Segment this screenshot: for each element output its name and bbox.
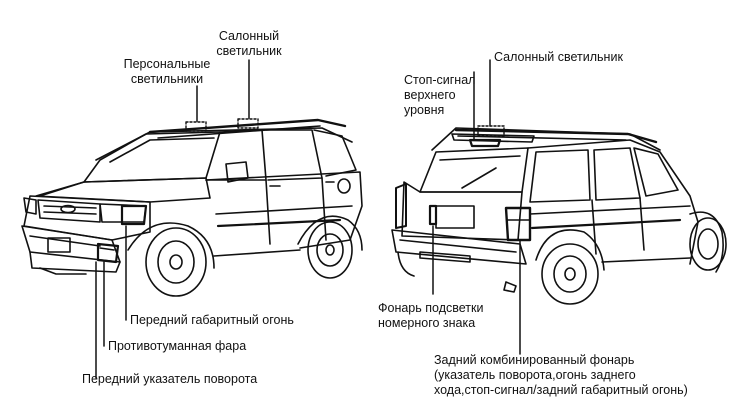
label-front-interior-light-line-2: светильник	[216, 44, 282, 58]
label-license-plate-light-line-2: номерного знака	[378, 316, 476, 330]
label-high-stop-lamp: Стоп-сигнал верхнего уровня	[404, 73, 475, 118]
label-front-interior-light: Салонный светильник	[208, 29, 290, 59]
label-personal-lights-line-2: светильники	[130, 72, 204, 86]
label-rear-combination-lamp-line-1: Задний комбинированный фонарь	[434, 353, 635, 367]
label-personal-lights: Персональные светильники	[112, 57, 222, 87]
label-rear-combination-lamp: Задний комбинированный фонарь (указатель…	[434, 353, 688, 398]
label-front-side-marker: Передний габаритный огонь	[130, 313, 294, 327]
label-rear-combination-lamp-line-3: хода,стоп-сигнал/задний габаритный огонь…	[434, 383, 688, 397]
label-high-stop-lamp-line-3: уровня	[404, 103, 445, 117]
rear-vehicle-illustration	[391, 125, 727, 305]
label-front-turn-signal: Передний указатель поворота	[82, 372, 258, 386]
label-front-interior-light-line-1: Салонный	[218, 29, 280, 43]
label-high-stop-lamp-line-2: верхнего	[404, 88, 456, 102]
leader-lines	[95, 59, 521, 379]
label-license-plate-light: Фонарь подсветки номерного знака	[378, 301, 483, 331]
label-high-stop-lamp-line-1: Стоп-сигнал	[404, 73, 476, 87]
label-fog-light: Противотуманная фара	[108, 339, 247, 353]
label-license-plate-light-line-1: Фонарь подсветки	[378, 301, 484, 315]
label-personal-lights-line-1: Персональные	[123, 57, 211, 71]
label-rear-interior-light: Салонный светильник	[494, 50, 623, 64]
front-vehicle-illustration	[21, 118, 363, 297]
label-rear-combination-lamp-line-2: (указатель поворота,огонь заднего	[434, 368, 636, 382]
